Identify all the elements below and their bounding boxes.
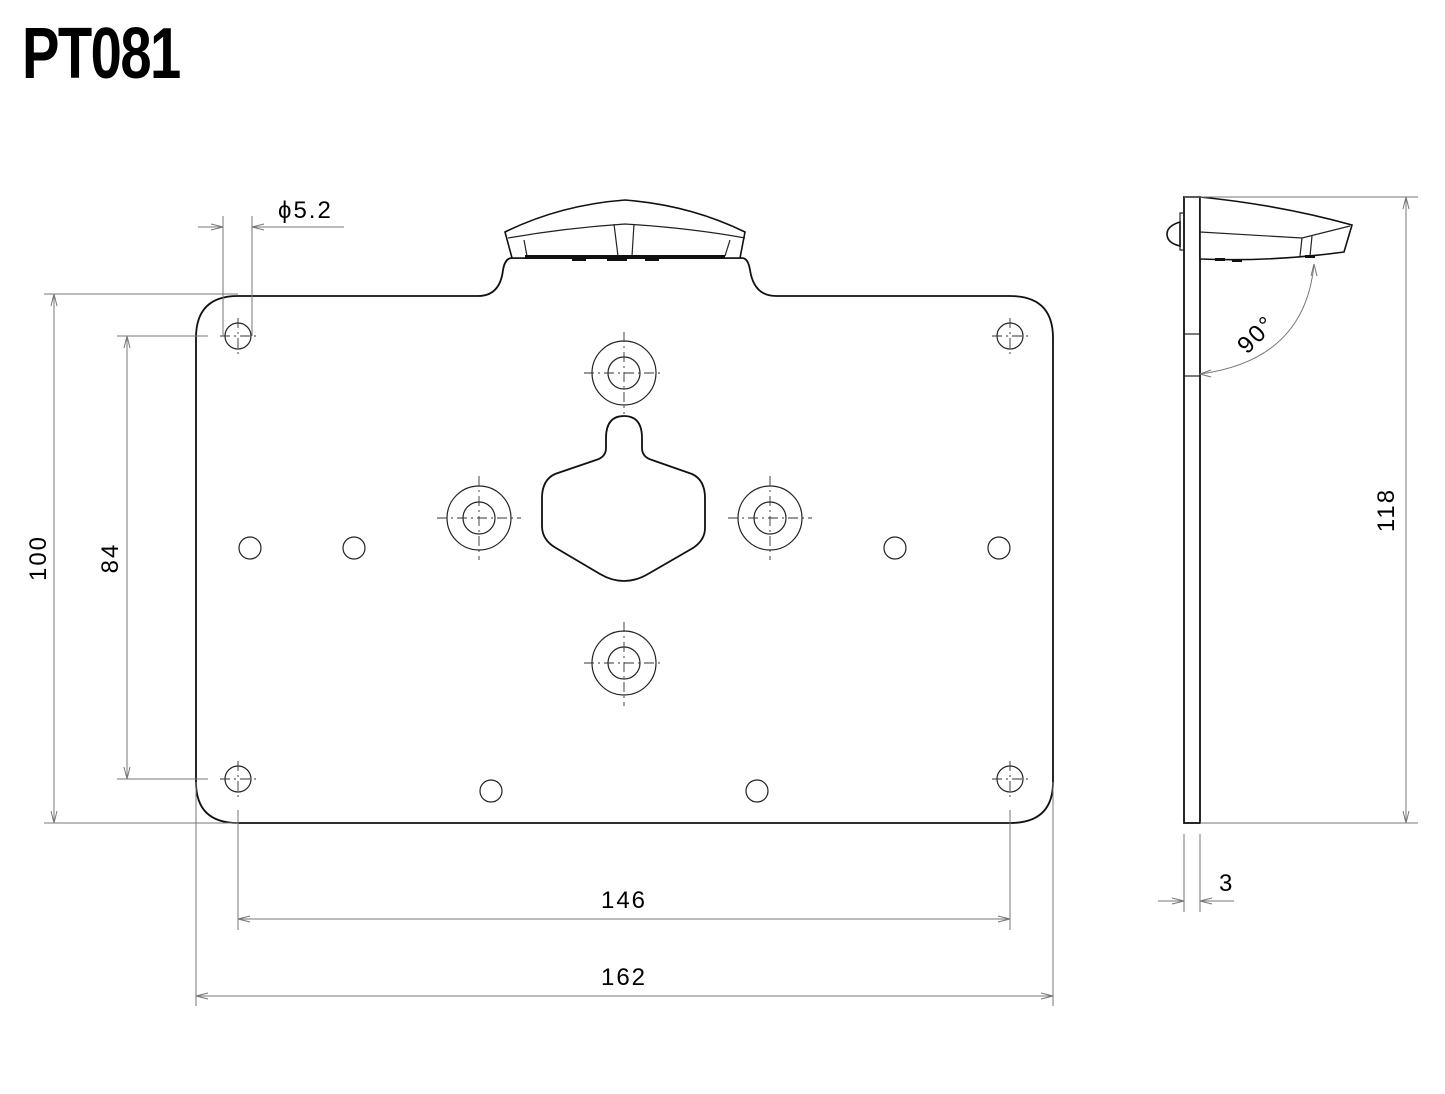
angle-label: 90° [1232,310,1281,359]
lamp-unit-front [504,199,746,261]
dimension-hole-diameter: ϕ5.2 [198,197,344,336]
overall-width-label: 162 [601,964,647,991]
dimension-hole-vertical-spacing: 84 [97,335,208,780]
plate-outline [195,257,1054,824]
center-cutout [541,415,706,582]
part-number-title: PT081 [22,14,181,94]
hole-diameter-label: ϕ5.2 [278,197,333,224]
lamp-unit-side [1199,196,1353,261]
plain-holes [238,536,1011,803]
hole-horizontal-spacing-label: 146 [601,887,647,914]
dimension-hole-horizontal-spacing: 146 [237,810,1011,930]
dimension-overall-width: 162 [195,782,1054,1006]
dimension-overall-height: 100 [25,293,238,824]
corner-holes [220,318,1028,797]
side-view: 90° [1166,196,1353,824]
hole-vertical-spacing-label: 84 [97,543,124,574]
plate-side-profile [1183,196,1201,824]
thickness-label: 3 [1219,870,1234,897]
dimension-thickness: 3 [1158,834,1234,912]
overall-height-label: 100 [25,535,52,581]
front-view [195,199,1054,824]
dimension-side-height: 118 [1184,196,1418,824]
side-height-label: 118 [1373,488,1400,532]
counterbored-holes [437,332,812,706]
